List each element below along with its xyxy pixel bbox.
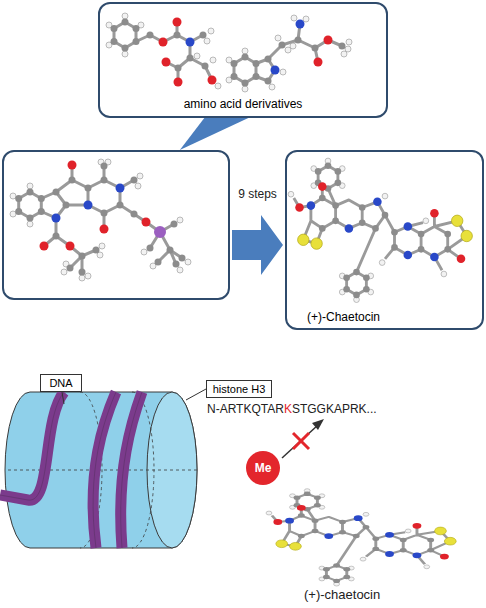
tag-text: histone H3 bbox=[213, 383, 266, 395]
block-arrow bbox=[232, 215, 283, 275]
cbz-serine-model bbox=[106, 13, 221, 89]
tryptophan-ester-model bbox=[226, 15, 352, 92]
molecule-name: (+)-chaetocin bbox=[304, 587, 380, 602]
box-caption: (+)-Chaetocin bbox=[307, 310, 380, 324]
group-box: amino acid derivatives bbox=[98, 2, 388, 118]
highlight-residue: K bbox=[284, 402, 292, 416]
edge-label: 9 steps bbox=[238, 187, 277, 201]
box-caption: amino acid derivatives bbox=[184, 97, 303, 111]
methyl-circle: Me bbox=[246, 451, 280, 485]
methyl-text: Me bbox=[255, 461, 272, 475]
blocked-arrow bbox=[282, 419, 324, 458]
group-box: (+)-Chaetocin bbox=[285, 150, 484, 330]
group-box bbox=[2, 150, 230, 300]
tag-text: DNA bbox=[49, 377, 72, 389]
connector-wedge bbox=[180, 118, 248, 150]
nucleosome bbox=[0, 392, 197, 548]
label-tag: histone H3 bbox=[206, 380, 272, 398]
leader-line bbox=[62, 392, 64, 404]
intermediate-model bbox=[10, 159, 191, 281]
leader-line bbox=[186, 389, 206, 400]
sequence-text: N-ARTKQTARKSTGGKAPRK... bbox=[207, 402, 377, 416]
label-tag: DNA bbox=[40, 374, 82, 392]
